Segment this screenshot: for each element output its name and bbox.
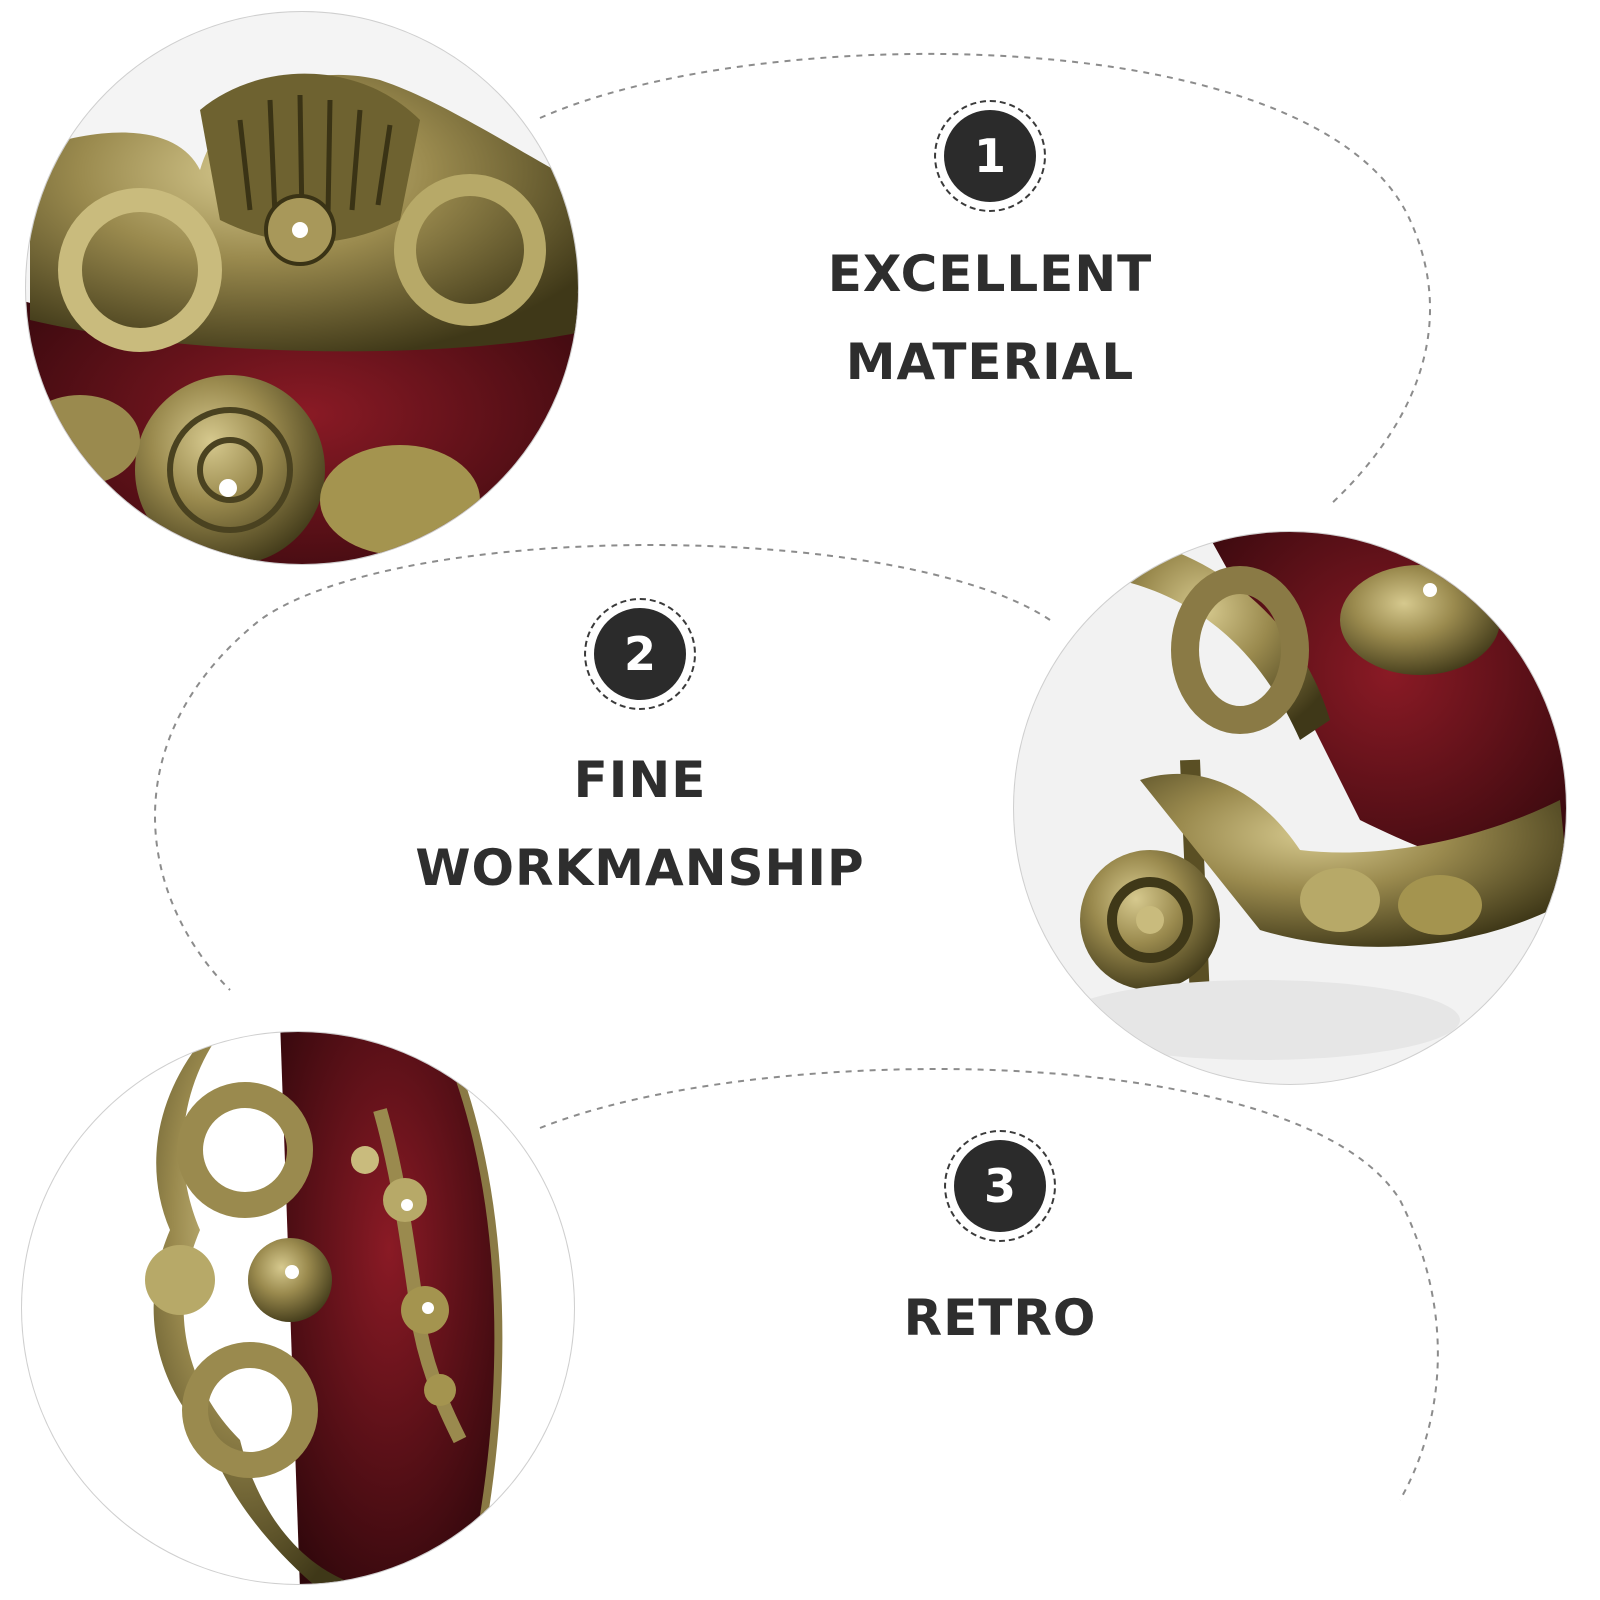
- feature-title-line2: WORKMANSHIP: [415, 839, 865, 897]
- feature-fine-workmanship: 2 FINE WORKMANSHIP: [400, 598, 880, 912]
- ornate-bronze-frame-side-scroll-photo: [21, 1031, 575, 1585]
- ornate-bronze-frame-stand-foot-photo: [1013, 531, 1567, 1085]
- feature-excellent-material: 1 EXCELLENT MATERIAL: [780, 100, 1200, 406]
- feature-title-line1: EXCELLENT: [827, 245, 1153, 303]
- feature-title-line2: MATERIAL: [845, 333, 1135, 391]
- number-badge: 1: [934, 100, 1046, 212]
- number-badge: 3: [944, 1130, 1056, 1242]
- feature-title-line1: FINE: [573, 751, 707, 809]
- ornate-bronze-frame-top-crest-photo: [25, 11, 579, 565]
- feature-retro: 3 RETRO: [790, 1130, 1210, 1362]
- feature-title-line1: RETRO: [903, 1289, 1097, 1347]
- dashed-arc-bottom: [539, 1068, 1439, 1501]
- badge-number: 1: [944, 110, 1036, 202]
- dashed-arc-top: [539, 52, 1431, 506]
- badge-number: 3: [954, 1140, 1046, 1232]
- number-badge: 2: [584, 598, 696, 710]
- dashed-connector-lines: [154, 52, 1439, 1501]
- badge-number: 2: [594, 608, 686, 700]
